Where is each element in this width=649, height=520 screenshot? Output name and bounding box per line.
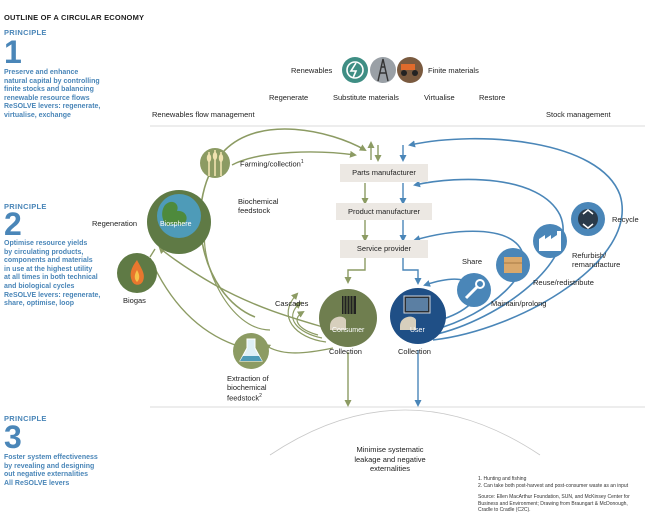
diagram-title: OUTLINE OF A CIRCULAR ECONOMY	[4, 13, 145, 22]
principle-1-number: 1	[4, 34, 22, 70]
collection-to-extraction	[263, 343, 334, 354]
arrow-service-consumer	[344, 258, 366, 284]
cascade-loop-3	[287, 292, 327, 343]
biogas-flame-icon	[117, 253, 157, 293]
user-icon	[390, 288, 446, 344]
renewables-icon	[342, 57, 368, 83]
renewables-flow-label: Renewables flow management	[152, 110, 255, 119]
biosphere-to-biogas	[149, 248, 156, 258]
principle-3-label: PRINCIPLE	[4, 414, 47, 423]
product-manufacturer-box: Product manufacturer	[336, 203, 432, 220]
flask-icon	[233, 333, 269, 369]
renewables-label: Renewables	[291, 66, 333, 75]
principle-1-label: PRINCIPLE	[4, 28, 47, 37]
wrench-icon	[457, 273, 491, 307]
principle-2-number: 2	[4, 206, 22, 242]
user-label: User	[410, 327, 425, 334]
extraction-to-biosphere	[200, 228, 271, 331]
principle-2-label: PRINCIPLE	[4, 202, 47, 211]
mining-truck-icon	[397, 57, 423, 83]
refurbish-loop	[413, 178, 564, 336]
recycle-loop	[408, 137, 623, 341]
wheat-icon	[200, 148, 230, 178]
farming-arrow	[231, 150, 357, 166]
leakage-arc	[269, 409, 541, 456]
lever-virtualise: Virtualise	[424, 93, 455, 102]
biogas-label: Biogas	[123, 296, 146, 305]
farming-collection-label: Farming/collection1	[240, 159, 304, 169]
refurbish-label: Refurbish/remanufacture	[572, 251, 621, 269]
reuse-box-icon	[496, 248, 530, 282]
maintain-prolong-label: Maintain/prolong	[491, 299, 547, 308]
cascades-label: Cascades	[275, 299, 309, 308]
stock-management-label: Stock management	[546, 110, 611, 119]
regeneration-label: Regeneration	[92, 219, 138, 228]
regeneration-arrow	[158, 246, 334, 331]
reuse-loop	[413, 230, 525, 331]
share-label: Share	[462, 257, 483, 266]
arrow-service-user	[402, 258, 422, 285]
recycle-icon	[571, 202, 605, 236]
cascade-loop-1	[296, 310, 319, 336]
consumer-collection-label: Collection	[329, 347, 362, 356]
biosphere-icon	[147, 190, 211, 254]
source-note: Source: Ellen MacArthur Foundation, SUN,…	[478, 494, 630, 513]
lever-restore: Restore	[479, 93, 506, 102]
lever-regenerate: Regenerate	[269, 93, 309, 102]
biogas-loop	[149, 257, 236, 346]
user-collection-label: Collection	[398, 347, 431, 356]
biosphere-label: Biosphere	[160, 221, 192, 228]
factory-icon	[533, 224, 567, 258]
parts-manufacturer-box: Parts manufacturer	[340, 164, 428, 182]
cascade-loop-2	[292, 301, 323, 339]
oil-rig-icon	[370, 57, 396, 83]
service-provider-box: Service provider	[340, 240, 428, 258]
reuse-redistribute-label: Reuse/redistribute	[533, 278, 594, 287]
bio-outer-loop	[199, 128, 367, 318]
consumer-icon	[319, 289, 377, 347]
lever-substitute-materials: Substitute materials	[333, 93, 399, 102]
principle-3-number: 3	[4, 419, 22, 455]
finite-materials-label: Finite materials	[428, 66, 479, 75]
consumer-label: Consumer	[332, 327, 365, 334]
recycle-label: Recycle	[612, 215, 639, 224]
